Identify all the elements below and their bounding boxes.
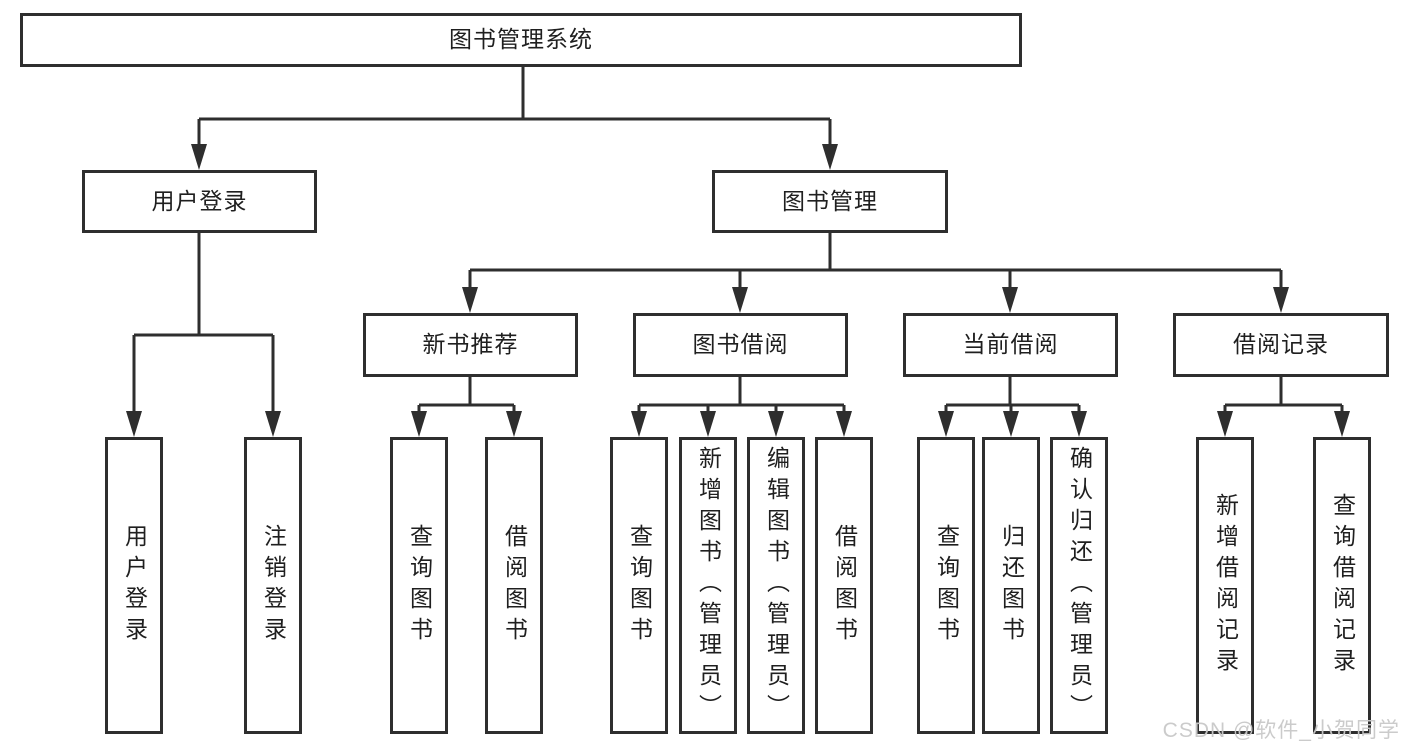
node-current-borrowing: 当前借阅 <box>903 313 1118 377</box>
node-label: 当前借阅 <box>962 331 1059 358</box>
node-new-book-recommend: 新书推荐 <box>363 313 578 377</box>
arrowheads <box>126 144 1350 437</box>
node-cb-confirm-return-admin: 确认归还（管理员） <box>1050 437 1108 734</box>
node-bb-borrow-books: 借阅图书 <box>815 437 873 734</box>
node-bb-edit-books-admin: 编辑图书（管理员） <box>747 437 805 734</box>
node-label: 图书借阅 <box>692 331 789 358</box>
node-br-query-record: 查询借阅记录 <box>1313 437 1371 734</box>
node-label: 新增借阅记录 <box>1212 492 1239 679</box>
node-label: 新书推荐 <box>422 331 519 358</box>
node-bb-add-books-admin: 新增图书（管理员） <box>679 437 737 734</box>
node-label: 图书管理系统 <box>449 26 593 53</box>
node-label: 查询图书 <box>933 523 960 648</box>
node-label: 图书管理 <box>782 187 878 214</box>
node-library-system: 图书管理系统 <box>20 13 1022 67</box>
node-label: 查询图书 <box>626 523 653 648</box>
node-label: 注销登录 <box>260 523 287 648</box>
node-book-management: 图书管理 <box>712 170 948 233</box>
node-cb-return-books: 归还图书 <box>982 437 1040 734</box>
node-user-login-leaf: 用户登录 <box>105 437 163 734</box>
node-br-add-record: 新增借阅记录 <box>1196 437 1254 734</box>
csdn-watermark: CSDN @软件_小贺同学 <box>1162 719 1400 742</box>
node-label: 归还图书 <box>998 523 1025 648</box>
node-user-login: 用户登录 <box>82 170 317 233</box>
node-label: 用户登录 <box>151 187 248 214</box>
node-label: 编辑图书（管理员） <box>763 446 790 725</box>
node-borrow-records: 借阅记录 <box>1173 313 1389 377</box>
node-book-borrowing: 图书借阅 <box>633 313 848 377</box>
node-label: 新增图书（管理员） <box>695 446 722 725</box>
node-label: 确认归还（管理员） <box>1066 446 1093 725</box>
node-label: 查询借阅记录 <box>1329 492 1356 679</box>
node-bb-query-books: 查询图书 <box>610 437 668 734</box>
node-logout: 注销登录 <box>244 437 302 734</box>
node-label: 用户登录 <box>121 523 148 648</box>
node-label: 借阅图书 <box>831 523 858 648</box>
node-label: 查询图书 <box>406 523 433 648</box>
node-nb-query-books: 查询图书 <box>390 437 448 734</box>
node-label: 借阅图书 <box>501 523 528 648</box>
node-nb-borrow-books: 借阅图书 <box>485 437 543 734</box>
node-label: 借阅记录 <box>1233 331 1329 358</box>
node-cb-query-books: 查询图书 <box>917 437 975 734</box>
